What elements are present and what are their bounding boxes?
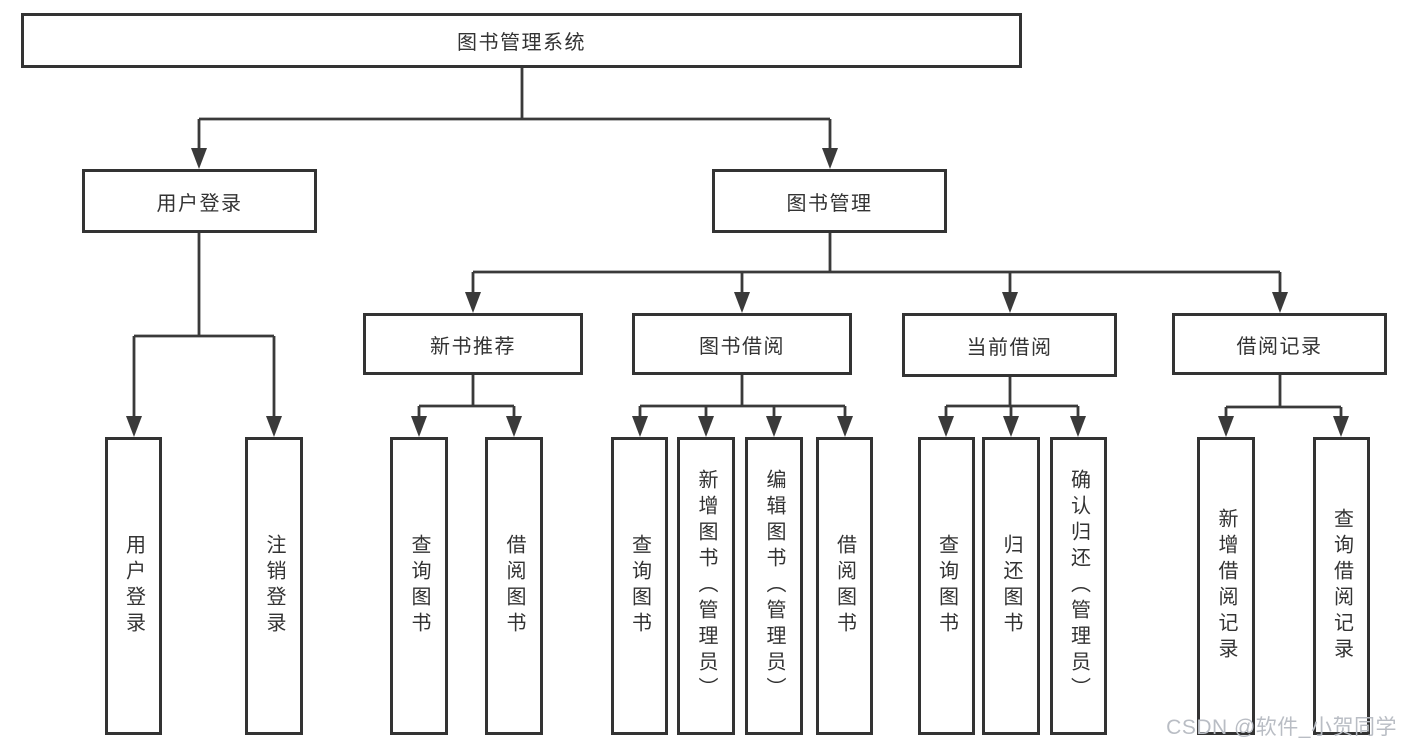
arrow-down	[126, 416, 142, 437]
arrow-down	[411, 416, 427, 437]
arrow-down	[465, 292, 481, 313]
arrow-down	[1272, 292, 1288, 313]
leaf-edit-book-admin: 编辑图书（管理员）	[745, 437, 803, 735]
leaf-query-books-current: 查询图书	[918, 437, 975, 735]
connector-root-to-children	[191, 68, 838, 169]
node-borrow-records: 借阅记录	[1172, 313, 1387, 375]
watermark-text: CSDN @软件_小贺同学	[1166, 716, 1397, 739]
connector-borrow-records-to-children	[1218, 375, 1349, 437]
arrow-down	[938, 416, 954, 437]
arrow-down	[837, 416, 853, 437]
leaf-add-book-admin: 新增图书（管理员）	[677, 437, 735, 735]
leaf-query-borrow-record: 查询借阅记录	[1313, 437, 1370, 735]
arrow-down	[698, 416, 714, 437]
arrow-down	[632, 416, 648, 437]
arrow-down	[1003, 416, 1019, 437]
arrow-down	[822, 148, 838, 169]
node-user-login: 用户登录	[82, 169, 317, 233]
leaf-query-books-borrow: 查询图书	[611, 437, 668, 735]
leaf-user-login: 用户登录	[105, 437, 162, 735]
node-book-mgmt: 图书管理	[712, 169, 947, 233]
connector-current-borrow-to-children	[938, 377, 1086, 437]
connector-new-book-to-children	[411, 375, 522, 437]
arrow-down	[1002, 292, 1018, 313]
arrow-down	[191, 148, 207, 169]
arrow-down	[766, 416, 782, 437]
leaf-borrow-books-borrow: 借阅图书	[816, 437, 873, 735]
node-root: 图书管理系统	[21, 13, 1022, 68]
connector-book-mgmt-to-children	[465, 233, 1288, 313]
node-current-borrow: 当前借阅	[902, 313, 1117, 377]
leaf-confirm-return-admin: 确认归还（管理员）	[1050, 437, 1107, 735]
connector-book-borrow-to-children	[632, 375, 853, 437]
connector-user-login-to-children	[126, 233, 282, 437]
node-book-borrow: 图书借阅	[632, 313, 852, 375]
arrow-down	[506, 416, 522, 437]
arrow-down	[1070, 416, 1086, 437]
leaf-query-books-recommend: 查询图书	[390, 437, 448, 735]
leaf-borrow-books-recommend: 借阅图书	[485, 437, 543, 735]
leaf-add-borrow-record: 新增借阅记录	[1197, 437, 1255, 735]
arrow-down	[1333, 416, 1349, 437]
node-new-book-recommend: 新书推荐	[363, 313, 583, 375]
arrow-down	[266, 416, 282, 437]
leaf-logout: 注销登录	[245, 437, 303, 735]
arrow-down	[1218, 416, 1234, 437]
leaf-return-book: 归还图书	[982, 437, 1040, 735]
arrow-down	[734, 292, 750, 313]
